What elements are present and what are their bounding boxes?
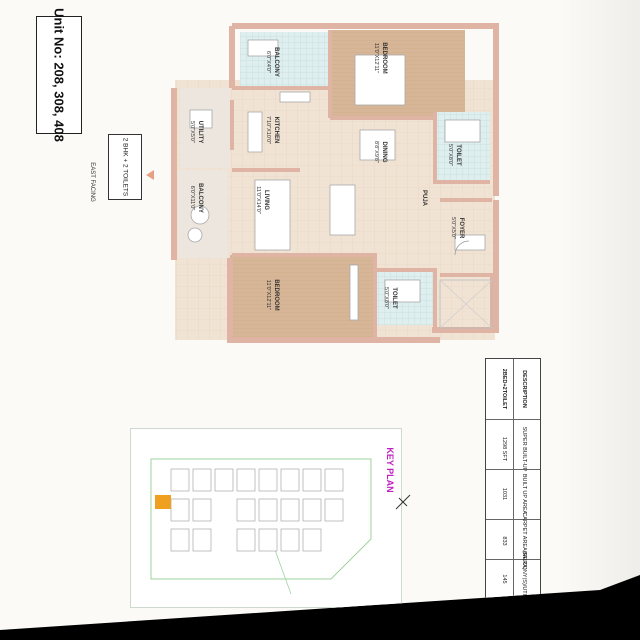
area-table: 2BED+2TOILET DESCRIPTION SUPER BUILT-UP … [485, 358, 541, 607]
key-plan [130, 428, 402, 608]
area-table-header-desc: DESCRIPTION [521, 370, 527, 408]
entry-arrow-icon [146, 170, 154, 180]
key-plan-title: KEY PLAN [385, 447, 395, 493]
area-row-value: 1298 SFT [501, 436, 507, 462]
configuration-box: 2 BHK + 2 TOILETS [108, 134, 142, 200]
area-row-value: 145 [501, 574, 507, 584]
unit-number-box: Unit No: 208, 308, 408 [36, 8, 82, 142]
area-row-label: BUILT UP AREA [521, 473, 527, 515]
room-label-puja: PUJA [421, 189, 427, 207]
area-table-header-type: 2BED+2TOILET [501, 368, 507, 410]
key-plan-drawing [150, 458, 372, 595]
key-plan-highlight [155, 495, 171, 509]
area-row-label: SUPER BUILT-UP [521, 426, 527, 472]
area-row-label: BALCONY(S)/UTILITY [521, 551, 527, 607]
area-row-value: 1031 [501, 487, 507, 501]
area-row-value: 833 [501, 536, 507, 546]
north-compass-icon [395, 494, 411, 510]
